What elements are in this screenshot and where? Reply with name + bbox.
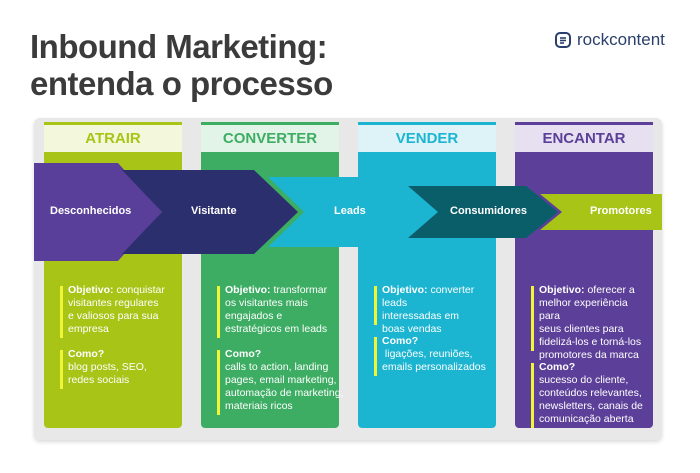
stage-header-converter: CONVERTER (201, 122, 339, 152)
how-text: Como?sucesso do cliente,conteúdos releva… (539, 361, 651, 426)
how-line: newsletters, canais de (539, 400, 643, 412)
objective-line: os visitantes mais (225, 297, 308, 309)
objective-label: Objetivo: (382, 284, 428, 296)
arrow-label-desconhecidos: Desconhecidos (50, 205, 132, 217)
objective-line: boas vendas (382, 323, 442, 335)
stage-header-encantar: ENCANTAR (515, 122, 653, 152)
stage-column-vender (358, 122, 496, 428)
objective-line: melhor experiência para (539, 297, 628, 322)
page-title: Inbound Marketing: entenda o processo (30, 28, 333, 102)
objective-accent-bar (217, 286, 220, 338)
how-label: Como? (225, 348, 262, 360)
how-label: Como? (68, 348, 105, 360)
arrow-promotores (540, 194, 662, 230)
objective-line: converter leads (382, 284, 475, 309)
logo-text: rockcontent (577, 30, 665, 49)
how-line: conteúdos relevantes, (539, 387, 642, 399)
arrow-consumidores (408, 186, 558, 238)
how-accent-bar (531, 363, 534, 428)
objective-line: seus clientes para (539, 323, 624, 335)
how-text: Como?blog posts, SEO,redes sociais (68, 348, 180, 387)
arrow-label-leads: Leads (334, 205, 366, 217)
how-line: sucesso do cliente, (539, 374, 629, 386)
arrow-desconhecidos (34, 163, 162, 261)
objective-accent-bar (60, 286, 63, 338)
objective-line: oferecer a (587, 284, 635, 296)
how-line: materiais ricos (225, 400, 293, 412)
how-text: Como? ligações, reuniões,emails personal… (382, 335, 494, 374)
objective-line: conquistar (116, 284, 165, 296)
objective-line: e valiosos para sua (68, 310, 159, 322)
how-line: pages, email marketing, (225, 374, 337, 386)
objective-line: promotores da marca (539, 349, 639, 361)
arrow-label-visitante: Visitante (191, 205, 237, 217)
objective-accent-bar (374, 286, 377, 325)
objective-line: interessadas em (382, 310, 460, 322)
how-label: Como? (539, 361, 576, 373)
how-line: redes sociais (68, 374, 130, 386)
how-line: calls to action, landing (225, 361, 329, 373)
stage-header-atrair: ATRAIR (44, 122, 182, 152)
how-line: comunicação aberta (539, 413, 634, 425)
arrow-label-promotores: Promotores (590, 205, 652, 217)
rockcontent-logo: rockcontent (555, 30, 665, 50)
how-line: emails personalizados (382, 361, 486, 373)
objective-label: Objetivo: (539, 284, 585, 296)
title-line-1: Inbound Marketing: (30, 28, 328, 65)
how-line: blog posts, SEO, (68, 361, 147, 373)
title-line-2: entenda o processo (30, 65, 333, 102)
arrow-leads (268, 177, 434, 247)
how-accent-bar (374, 337, 377, 376)
objective-line: transformar (273, 284, 328, 296)
how-line: ligações, reuniões, (382, 348, 473, 360)
rockcontent-logo-icon (555, 32, 571, 48)
objective-line: engajados e (225, 310, 283, 322)
objective-line: fidelizá-los e torná-los (539, 336, 642, 348)
objective-accent-bar (531, 286, 534, 351)
how-label: Como? (382, 335, 419, 347)
how-line: automação de marketing, (225, 387, 344, 399)
arrow-label-consumidores: Consumidores (450, 205, 528, 217)
stage-column-encantar (515, 122, 653, 428)
how-accent-bar (217, 350, 220, 415)
objective-label: Objetivo: (68, 284, 114, 296)
how-accent-bar (60, 350, 63, 389)
arrow-visitante (122, 170, 298, 254)
objective-line: empresa (68, 323, 109, 335)
objective-line: estratégicos em leads (225, 323, 328, 335)
objective-line: visitantes regulares (68, 297, 159, 309)
stage-header-vender: VENDER (358, 122, 496, 152)
objective-label: Objetivo: (225, 284, 271, 296)
